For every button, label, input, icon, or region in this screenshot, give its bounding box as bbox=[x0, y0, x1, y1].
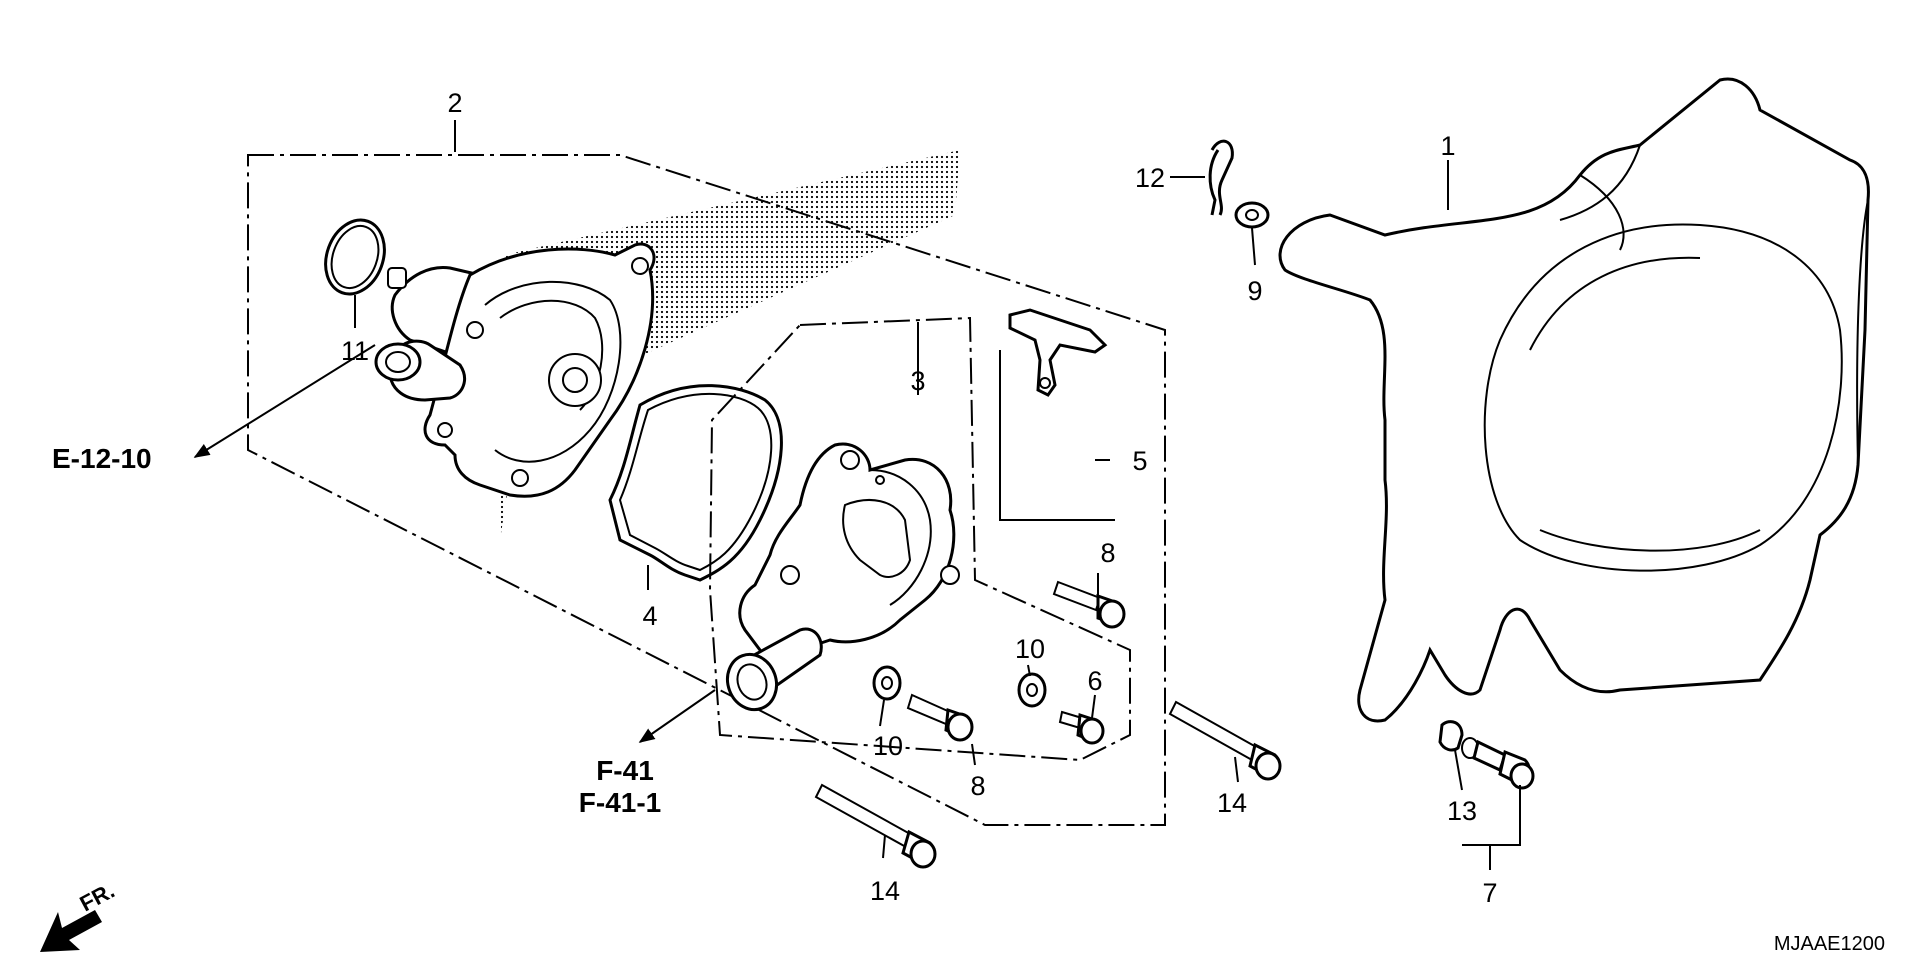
svg-text:FR.: FR. bbox=[76, 878, 119, 917]
ref-arrow-e-12-10 bbox=[193, 344, 376, 458]
part-6-bolt bbox=[1058, 710, 1105, 745]
leader-lines bbox=[354, 120, 1521, 870]
ref-f-41: F-41 bbox=[596, 755, 654, 786]
part-8-bolt-lower bbox=[906, 693, 974, 742]
callout-4: 4 bbox=[642, 601, 657, 631]
callout-10-right: 10 bbox=[1015, 634, 1045, 664]
callout-14-right: 14 bbox=[1217, 788, 1247, 818]
callout-8-lower: 8 bbox=[970, 771, 985, 801]
part-10-washer-left bbox=[872, 665, 902, 701]
callout-8-upper: 8 bbox=[1100, 538, 1115, 568]
part-2-water-pump bbox=[374, 242, 656, 498]
part-12-clip bbox=[1208, 139, 1234, 216]
part-11-washer bbox=[1438, 720, 1464, 752]
part-9-washer bbox=[1234, 201, 1270, 229]
part-8-bolt-upper bbox=[1052, 580, 1126, 629]
callout-2: 2 bbox=[447, 88, 462, 118]
part-14-bolt-right bbox=[1168, 700, 1282, 781]
part-1-cover bbox=[1278, 77, 1870, 723]
callout-12: 12 bbox=[1135, 163, 1165, 193]
callout-3: 3 bbox=[910, 366, 925, 396]
part-14-bolt-left bbox=[814, 783, 937, 869]
assembly-outline-3 bbox=[708, 316, 1131, 762]
callout-9: 9 bbox=[1247, 276, 1262, 306]
ref-arrow-f-41 bbox=[638, 689, 716, 743]
callout-7: 7 bbox=[1482, 878, 1497, 908]
part-10-washer-right bbox=[1017, 672, 1047, 708]
callout-13: 11 bbox=[341, 336, 369, 366]
part-7-sensor bbox=[1461, 737, 1535, 790]
part-5-bracket bbox=[1008, 308, 1108, 397]
shading-band bbox=[500, 150, 960, 540]
callout-11: 13 bbox=[1447, 796, 1477, 826]
part-13-o-ring bbox=[324, 218, 386, 296]
callout-14-left: 14 bbox=[870, 876, 900, 906]
callout-10-left: 10 bbox=[873, 731, 903, 761]
part-3-pump-cover bbox=[725, 442, 960, 712]
callout-5: 5 bbox=[1132, 446, 1147, 476]
ref-f-41-1: F-41-1 bbox=[579, 787, 661, 818]
front-direction-arrow: FR. bbox=[40, 878, 119, 952]
assembly-outline-2 bbox=[247, 154, 1166, 826]
ref-e-12-10: E-12-10 bbox=[52, 443, 152, 474]
callout-6: 6 bbox=[1087, 666, 1102, 696]
bracket-callout-box bbox=[999, 350, 1115, 521]
part-4-gasket bbox=[608, 384, 783, 582]
callout-1: 1 bbox=[1440, 131, 1455, 161]
diagram-code: MJAAE1200 bbox=[1774, 933, 1885, 955]
